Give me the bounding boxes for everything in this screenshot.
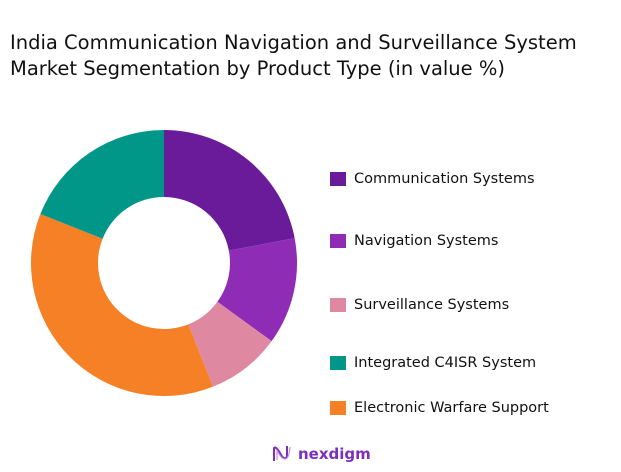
legend-swatch <box>330 298 346 312</box>
legend-swatch <box>330 234 346 248</box>
legend-swatch <box>330 401 346 415</box>
legend-label: Electronic Warfare Support <box>354 400 549 416</box>
slice-integrated-c4isr-system <box>40 130 165 239</box>
legend-label: Communication Systems <box>354 171 535 187</box>
legend-item: Navigation Systems <box>330 233 498 249</box>
legend-item: Communication Systems <box>330 171 535 187</box>
legend-item: Surveillance Systems <box>330 297 509 313</box>
legend-label: Navigation Systems <box>354 233 499 249</box>
slice-surveillance-systems <box>188 301 272 387</box>
legend-swatch <box>330 172 346 186</box>
brand-name: nexdigm <box>298 445 371 463</box>
slice-electronic-warfare-support <box>31 214 213 397</box>
nexdigm-logo-icon <box>273 446 291 461</box>
chart-title: India Communication Navigation and Surve… <box>10 31 577 80</box>
brand-logo: nexdigm <box>272 445 371 463</box>
legend-item: Electronic Warfare Support <box>330 400 549 416</box>
slice-navigation-systems <box>217 238 297 342</box>
legend-label: Integrated C4ISR System <box>354 355 537 371</box>
slice-communication-systems <box>164 130 295 251</box>
legend-swatch <box>330 356 346 370</box>
legend-item: Integrated C4ISR System <box>330 355 536 371</box>
legend-label: Surveillance Systems <box>354 297 510 313</box>
